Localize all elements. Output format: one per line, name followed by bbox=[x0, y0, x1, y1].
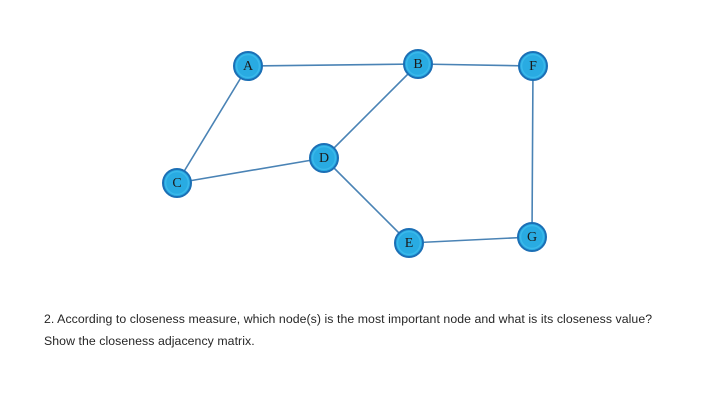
node-label-f: F bbox=[529, 59, 537, 74]
graph-edge-b-f bbox=[417, 63, 534, 67]
graph-edge-a-b bbox=[247, 63, 419, 67]
graph-edge-a-c bbox=[176, 65, 249, 184]
node-label-b: B bbox=[413, 57, 422, 72]
node-inner-ring-b bbox=[405, 51, 431, 77]
node-inner-ring-d bbox=[311, 145, 337, 171]
graph-node-b[interactable]: B bbox=[403, 49, 433, 79]
node-circle-f bbox=[518, 51, 548, 81]
node-circle-c bbox=[162, 168, 192, 198]
node-circle-e bbox=[394, 228, 424, 258]
graph-node-f[interactable]: F bbox=[518, 51, 548, 81]
node-label-c: C bbox=[172, 176, 181, 191]
node-label-g: G bbox=[527, 230, 537, 245]
node-label-d: D bbox=[319, 151, 329, 166]
node-circle-g bbox=[517, 222, 547, 252]
graph-node-c[interactable]: C bbox=[162, 168, 192, 198]
graph-edge-c-d bbox=[176, 157, 325, 184]
graph-edge-f-g bbox=[531, 65, 534, 238]
graph-node-d[interactable]: D bbox=[309, 143, 339, 173]
node-inner-ring-e bbox=[396, 230, 422, 256]
question-text: 2. According to closeness measure, which… bbox=[44, 312, 653, 348]
node-circle-b bbox=[403, 49, 433, 79]
graph-figure: A B F C D E G bbox=[162, 49, 548, 258]
graph-node-a[interactable]: A bbox=[233, 51, 263, 81]
node-circle-d bbox=[309, 143, 339, 173]
node-inner-ring-a bbox=[235, 53, 261, 79]
graph-node-g[interactable]: G bbox=[517, 222, 547, 252]
node-inner-ring-g bbox=[519, 224, 545, 250]
graph-edge-e-g bbox=[408, 236, 533, 244]
node-circle-a bbox=[233, 51, 263, 81]
graph-node-e[interactable]: E bbox=[394, 228, 424, 258]
node-inner-ring-c bbox=[164, 170, 190, 196]
graph-edge-d-e bbox=[323, 157, 410, 244]
graph-edge-b-d bbox=[323, 63, 419, 159]
node-inner-ring-f bbox=[520, 53, 546, 79]
question-block: 2. According to closeness measure, which… bbox=[44, 308, 684, 352]
nodes-layer: A B F C D E G bbox=[162, 49, 548, 258]
node-label-e: E bbox=[405, 236, 414, 251]
graph-svg: A B F C D E G bbox=[162, 49, 548, 258]
edges-layer bbox=[176, 63, 534, 244]
node-label-a: A bbox=[243, 59, 254, 74]
